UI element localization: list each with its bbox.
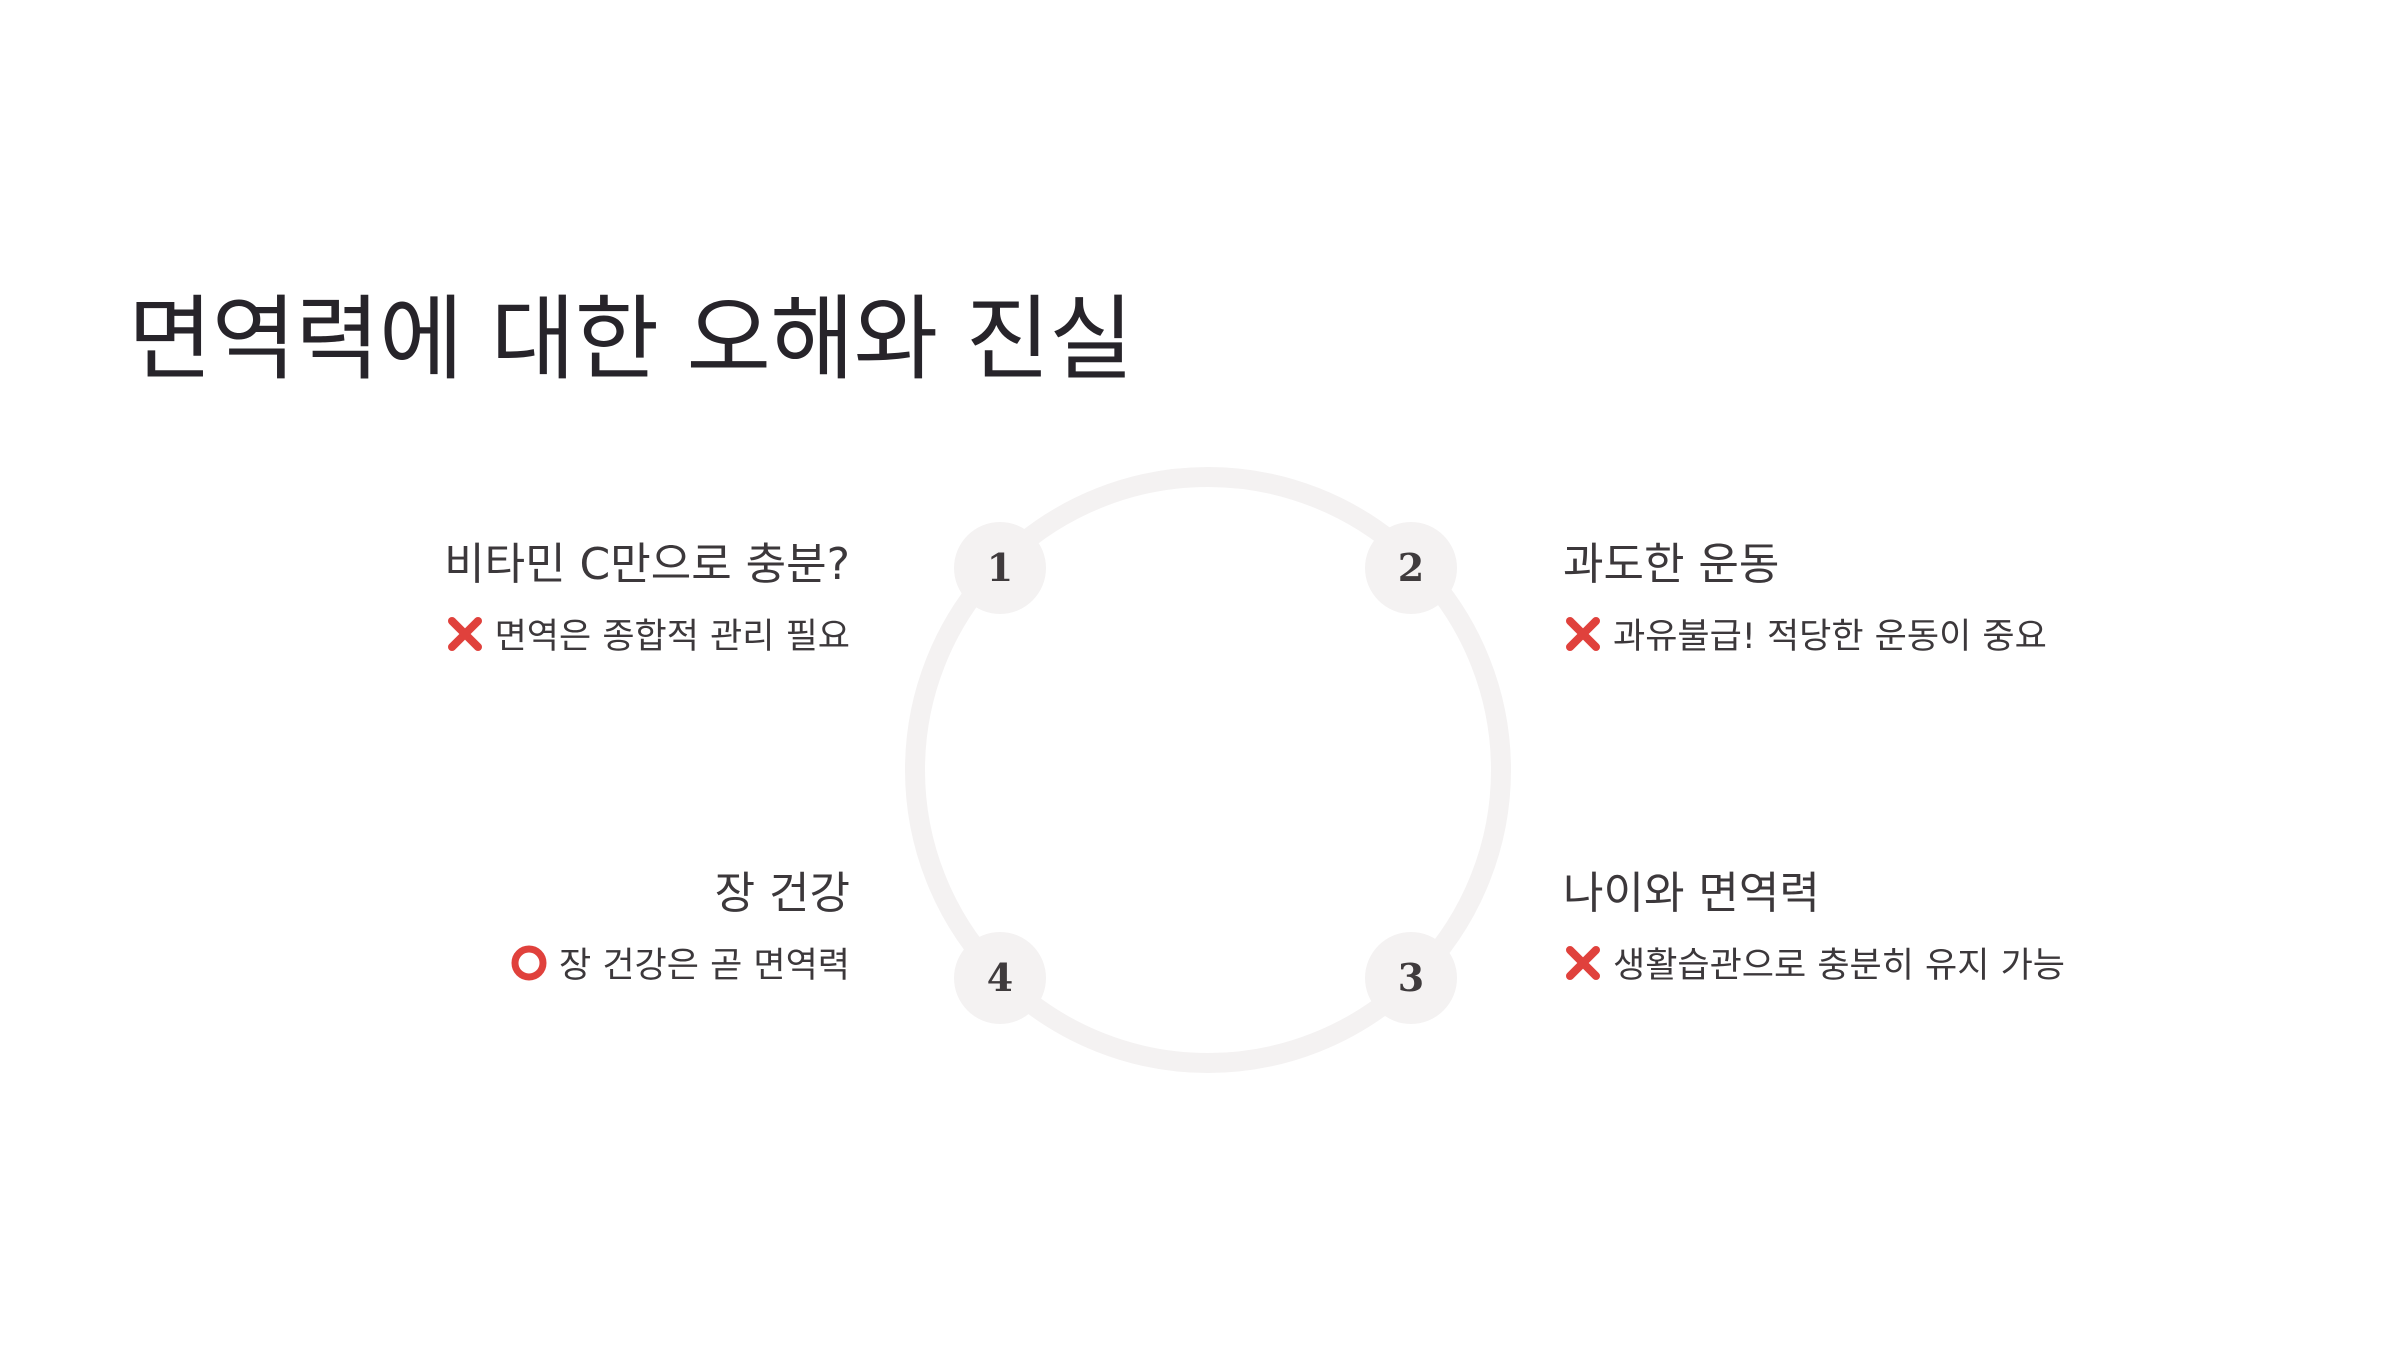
myth-title: 장 건강 (714, 868, 850, 919)
circle-mark-icon (509, 943, 549, 996)
ring-circle (905, 467, 1511, 1073)
step-node-2: 2 (1365, 522, 1457, 614)
myth-description: 생활습관으로 충분히 유지 가능 (1563, 942, 2323, 996)
myth-description: 과유불급! 적당한 운동이 중요 (1563, 613, 2323, 667)
myth-item-3: 나이와 면역력 생활습관으로 충분히 유지 가능 (1563, 866, 2323, 996)
myth-description-text: 장 건강은 곧 면역력 (559, 946, 850, 986)
myth-description-text: 면역은 종합적 관리 필요 (494, 617, 850, 657)
step-node-1: 1 (954, 522, 1046, 614)
myth-item-4: 장 건강 장 건강은 곧 면역력 (90, 866, 850, 996)
myth-title: 나이와 면역력 (1563, 868, 1820, 919)
step-node-3: 3 (1365, 932, 1457, 1024)
myth-item-2: 과도한 운동 과유불급! 적당한 운동이 중요 (1563, 537, 2323, 667)
cross-mark-icon (1563, 614, 1603, 667)
cross-mark-icon (1563, 943, 1603, 996)
myth-description-text: 생활습관으로 충분히 유지 가능 (1613, 946, 2065, 986)
myth-item-1: 비타민 C만으로 충분? 면역은 종합적 관리 필요 (90, 537, 850, 667)
myth-description-text: 과유불급! 적당한 운동이 중요 (1613, 617, 2047, 657)
page-title: 면역력에 대한 오해와 진실 (128, 286, 1134, 393)
cross-mark-icon (445, 614, 485, 667)
step-node-4: 4 (954, 932, 1046, 1024)
myth-title: 비타민 C만으로 충분? (444, 539, 850, 590)
myth-title: 과도한 운동 (1563, 539, 1780, 590)
myth-description: 면역은 종합적 관리 필요 (90, 613, 850, 667)
myth-description: 장 건강은 곧 면역력 (90, 942, 850, 996)
